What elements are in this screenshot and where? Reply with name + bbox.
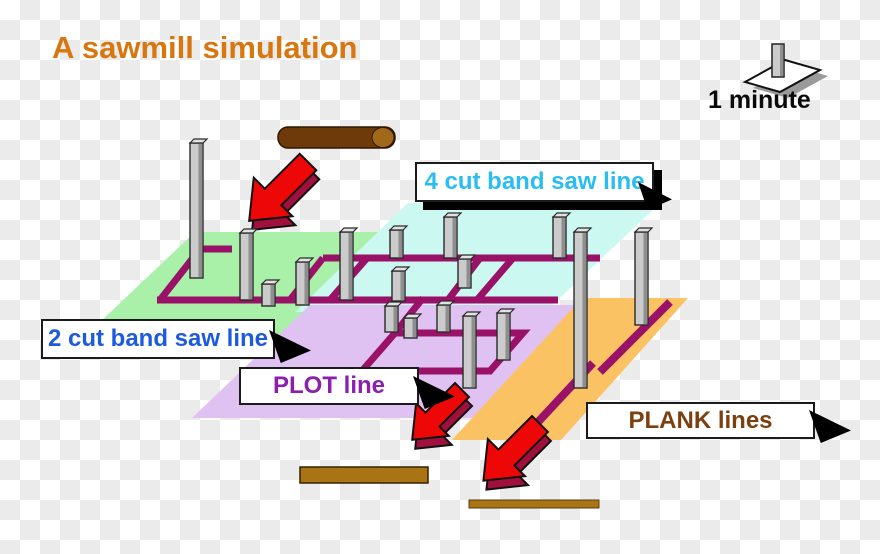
output-plank-thin	[468, 499, 600, 509]
timber-post-side	[471, 317, 476, 387]
label-4-cut-text: 4 cut band saw line	[424, 168, 645, 195]
cyan-conveyor-right-edge	[474, 255, 516, 303]
timber-post-top	[495, 308, 516, 314]
timber-post	[383, 301, 404, 333]
conveyor-paths	[157, 245, 600, 375]
timber-post-side	[248, 234, 253, 299]
label-2-cut-text: 2 cut band saw line	[47, 325, 269, 352]
timber-pieces	[277, 126, 600, 509]
flow-arrow-face	[230, 143, 327, 240]
one-minute-icon	[742, 43, 828, 98]
timber-post-side	[445, 306, 450, 331]
timber-post-top	[435, 300, 456, 306]
label-plot-line: PLOT line	[239, 367, 455, 409]
label-2-cut-band-saw-line: 2 cut band saw line	[41, 319, 311, 363]
timber-post	[551, 212, 572, 259]
timber-post-side	[505, 314, 510, 359]
output-plank-thick	[299, 466, 429, 484]
timber-post	[260, 279, 281, 307]
timber-post	[338, 227, 359, 301]
timber-post-top	[633, 227, 654, 233]
label-plot-text: PLOT line	[272, 372, 385, 399]
timber-post-side	[582, 233, 587, 387]
timber-post-top	[442, 212, 463, 218]
page-title: A sawmill simulation	[52, 30, 358, 65]
orange-plane-plank-lines	[452, 298, 688, 440]
timber-post	[435, 300, 456, 333]
timber-post-top	[338, 227, 359, 233]
timber-post	[188, 138, 209, 279]
timber-post-side	[466, 260, 471, 287]
timber-post-side	[398, 231, 403, 257]
timber-post	[456, 254, 477, 289]
timber-post-side	[412, 319, 417, 337]
timber-post	[390, 266, 411, 302]
timber-post-top	[238, 228, 259, 234]
timber-post	[633, 227, 654, 326]
timber-post-side	[400, 272, 405, 300]
timber-post-top	[188, 138, 209, 144]
timber-post-side	[348, 233, 353, 299]
time-unit-caption: 1 minute	[708, 86, 811, 114]
timber-post-top	[390, 266, 411, 272]
timber-post-side	[270, 285, 275, 305]
timber-post	[572, 227, 593, 389]
flow-arrow	[396, 374, 481, 465]
timber-post-side	[643, 233, 648, 324]
label-4-cut-band-saw-line: 4 cut band saw line	[415, 162, 672, 210]
timber-post-top	[383, 301, 404, 307]
timber-post	[402, 313, 423, 339]
timber-post-top	[461, 311, 482, 317]
timber-post	[495, 308, 516, 361]
flow-arrow-face	[465, 405, 559, 499]
timber-post-side	[198, 144, 203, 277]
label-plank-lines: PLANK lines	[586, 402, 851, 443]
timber-post-top	[402, 313, 423, 319]
timber-post	[294, 257, 315, 306]
plank-line-1	[597, 299, 673, 375]
timber-post-top	[294, 257, 315, 263]
timber-post-side	[561, 218, 566, 257]
timber-post-side	[304, 263, 309, 304]
timber-post-top	[260, 279, 281, 285]
timber-post-side	[393, 307, 398, 331]
flow-arrow	[465, 405, 562, 508]
timber-post	[238, 228, 259, 301]
plot-conveyor-loop	[354, 329, 531, 375]
timber-post	[388, 225, 409, 259]
label-plank-text: PLANK lines	[628, 406, 773, 434]
timber-post	[461, 311, 482, 389]
raw-log-end-cap	[371, 127, 395, 148]
timber-post	[442, 212, 463, 259]
icon-post-side	[780, 45, 784, 76]
timber-post-top	[551, 212, 572, 218]
flow-arrow-face	[396, 374, 478, 456]
flow-arrow	[230, 143, 330, 249]
timber-post-top	[388, 225, 409, 231]
timber-post-side	[452, 218, 457, 257]
timber-post-top	[456, 254, 477, 260]
raw-log	[277, 126, 396, 149]
generated-arrows-and-posts	[188, 138, 654, 508]
timber-post-top	[572, 227, 593, 233]
